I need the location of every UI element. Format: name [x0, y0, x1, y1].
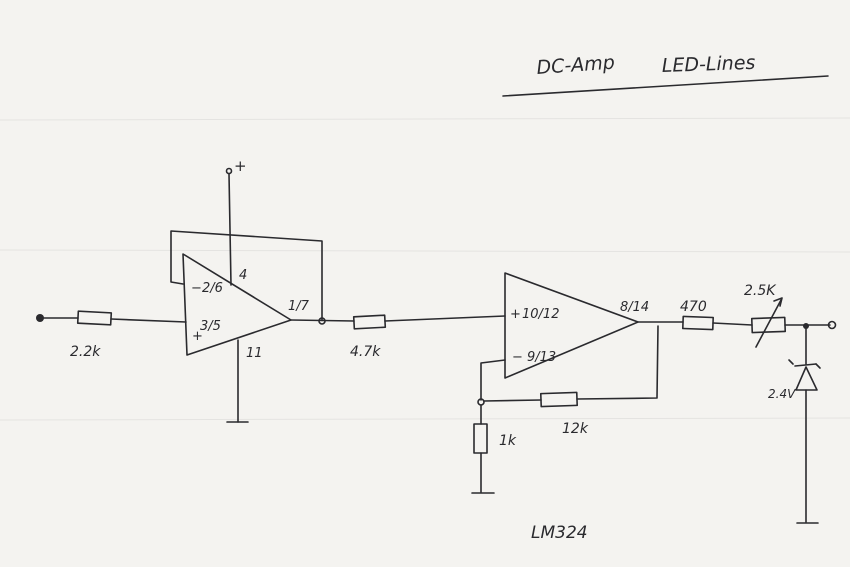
wire-to-opamp1 — [110, 318, 187, 323]
node-output — [803, 323, 809, 329]
title-left: DC-Amp — [536, 52, 616, 79]
label-r-gnd: 1k — [499, 433, 517, 449]
pot-arrow-head — [773, 297, 783, 307]
wire-out1 — [290, 319, 355, 322]
zener-triangle — [795, 366, 818, 391]
opamp1-vplus-pin: 4 — [239, 268, 247, 283]
label-r-fb: 12k — [562, 421, 589, 437]
wire-to-pot — [712, 322, 753, 326]
wire-fb-right — [576, 325, 659, 400]
resistor-r-in — [76, 310, 113, 326]
opamp2-noninv-pin: 10/12 — [522, 307, 559, 322]
resistor-r-mid — [352, 314, 387, 330]
wire-to-opamp2 — [384, 315, 506, 322]
opamp2-minus: − — [512, 350, 523, 365]
opamp1-inv-pin: 2/6 — [202, 281, 223, 296]
resistor-r-gnd — [473, 423, 488, 454]
opamp2-out-pin: 8/14 — [620, 300, 649, 315]
supply-terminal — [225, 167, 233, 175]
wire-fb-left — [483, 399, 542, 402]
paper-texture — [0, 117, 850, 421]
label-r-mid: 4.7k — [350, 344, 381, 360]
output-terminal — [827, 320, 837, 330]
opamp2-plus: + — [510, 307, 521, 322]
title-underline — [502, 75, 829, 97]
opamp2-inv-pin: 9/13 — [527, 350, 556, 365]
label-pot: 2.5K — [744, 283, 777, 299]
opamp1-out-pin: 1/7 — [288, 299, 310, 314]
wire-inv2 — [480, 359, 506, 401]
wire-supply — [228, 173, 232, 286]
zener-bar — [794, 363, 817, 367]
pot-arrow-line — [755, 299, 782, 348]
resistor-r-out — [681, 315, 715, 331]
opamp1-noninv-pin: 3/5 — [200, 319, 221, 334]
label-zener: 2.4V — [768, 387, 796, 401]
resistor-r-fb — [539, 391, 578, 408]
opamp1-triangle — [182, 253, 292, 356]
label-r-in: 2.2k — [70, 344, 101, 360]
wire-follower-feedback — [170, 230, 323, 321]
label-r-out: 470 — [680, 299, 707, 315]
supply-label: + — [234, 157, 247, 175]
title-right: LED-Lines — [661, 52, 755, 77]
opamp1-minus: − — [191, 281, 202, 296]
opamp1-vminus-pin: 11 — [246, 346, 263, 361]
chip-label: LM324 — [531, 523, 588, 543]
opamp2-triangle — [504, 272, 639, 379]
opamp1-plus: + — [192, 329, 203, 344]
zener-wings — [788, 359, 821, 369]
